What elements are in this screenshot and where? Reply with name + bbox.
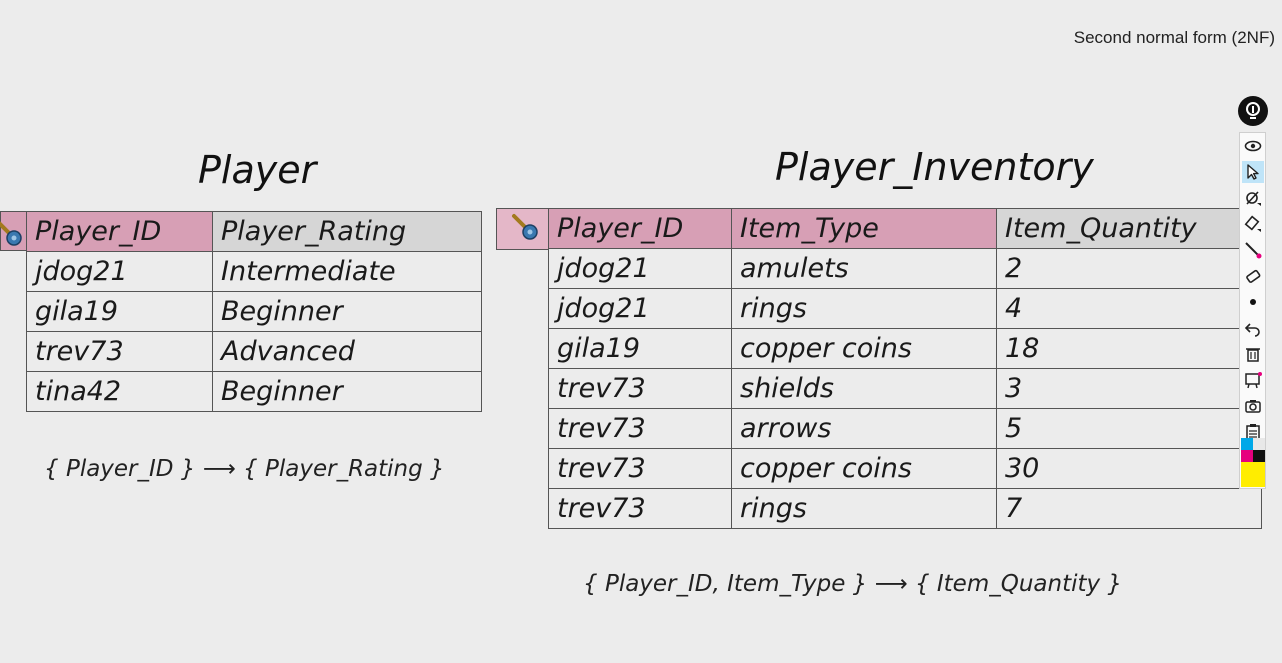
functional-dependency: { Player_ID, Item_Type } ⟶ { Item_Quanti… (583, 571, 1123, 597)
column-header-item-type: Item_Type (731, 208, 997, 249)
table-row: jdog21 amulets 2 (548, 248, 1262, 289)
cell: trev73 (26, 331, 213, 372)
cell: 18 (996, 328, 1262, 369)
section-label: Second normal form (2NF) (1073, 28, 1275, 47)
cell: trev73 (548, 408, 732, 449)
eye-icon[interactable] (1242, 135, 1264, 157)
column-header-player-rating: Player_Rating (212, 211, 482, 252)
cell: 4 (996, 288, 1262, 329)
table-row: trev73 arrows 5 (548, 408, 1262, 449)
cell: Beginner (212, 371, 482, 412)
color-swatch[interactable] (1253, 450, 1265, 462)
cell: rings (731, 488, 997, 529)
cell: trev73 (548, 368, 732, 409)
inventory-table-title: Player_Inventory (775, 145, 1094, 189)
table-row: gila19 Beginner (26, 291, 482, 332)
lightbulb-icon (1246, 102, 1260, 119)
highlighter-icon[interactable] (1242, 213, 1264, 235)
key-icon (512, 214, 538, 240)
annotation-toolbar (1239, 132, 1266, 489)
eraser-icon[interactable] (1242, 265, 1264, 287)
cell: trev73 (548, 448, 732, 489)
cell: arrows (731, 408, 997, 449)
table-row: tina42 Beginner (26, 371, 482, 412)
table-row: gila19 copper coins 18 (548, 328, 1262, 369)
cell: jdog21 (26, 251, 213, 292)
cell: 5 (996, 408, 1262, 449)
color-swatch[interactable] (1241, 450, 1253, 462)
pointer-icon[interactable] (1242, 161, 1264, 183)
cell: 2 (996, 248, 1262, 289)
table-header-row: Player_ID Item_Type Item_Quantity (548, 208, 1262, 249)
cell: copper coins (731, 328, 997, 369)
dot-icon[interactable] (1242, 291, 1264, 313)
cell: jdog21 (548, 248, 732, 289)
player-table: Player_ID Player_Rating jdog21 Intermedi… (26, 211, 482, 412)
camera-icon[interactable] (1242, 395, 1264, 417)
board-icon[interactable] (1242, 369, 1264, 391)
color-swatch[interactable] (1253, 438, 1265, 450)
undo-icon[interactable] (1242, 317, 1264, 339)
player-table-title: Player (198, 148, 317, 192)
cell: copper coins (731, 448, 997, 489)
primary-key-highlight (496, 208, 549, 250)
pin-button[interactable] (1238, 96, 1268, 126)
cell: Advanced (212, 331, 482, 372)
cell: gila19 (548, 328, 732, 369)
cell: Intermediate (212, 251, 482, 292)
cell: amulets (731, 248, 997, 289)
column-header-player-id: Player_ID (548, 208, 732, 249)
cell: jdog21 (548, 288, 732, 329)
table-row: trev73 shields 3 (548, 368, 1262, 409)
table-row: trev73 Advanced (26, 331, 482, 372)
color-swatch[interactable] (1241, 462, 1265, 487)
cell: rings (731, 288, 997, 329)
player-inventory-table: Player_ID Item_Type Item_Quantity jdog21… (548, 208, 1262, 529)
key-icon (0, 221, 22, 246)
column-header-player-id: Player_ID (26, 211, 213, 252)
cell: Beginner (212, 291, 482, 332)
table-row: trev73 copper coins 30 (548, 448, 1262, 489)
table-row: jdog21 Intermediate (26, 251, 482, 292)
cell: 3 (996, 368, 1262, 409)
table-row: trev73 rings 7 (548, 488, 1262, 529)
cell: 7 (996, 488, 1262, 529)
table-header-row: Player_ID Player_Rating (26, 211, 482, 252)
line-icon[interactable] (1242, 239, 1264, 261)
functional-dependency: { Player_ID } ⟶ { Player_Rating } (44, 456, 445, 482)
trash-icon[interactable] (1242, 343, 1264, 365)
column-header-item-quantity: Item_Quantity (996, 208, 1262, 249)
color-swatch[interactable] (1241, 438, 1253, 450)
cell: shields (731, 368, 997, 409)
cell: 30 (996, 448, 1262, 489)
table-row: jdog21 rings 4 (548, 288, 1262, 329)
pen-icon[interactable] (1242, 187, 1264, 209)
cell: gila19 (26, 291, 213, 332)
cell: trev73 (548, 488, 732, 529)
cell: tina42 (26, 371, 213, 412)
